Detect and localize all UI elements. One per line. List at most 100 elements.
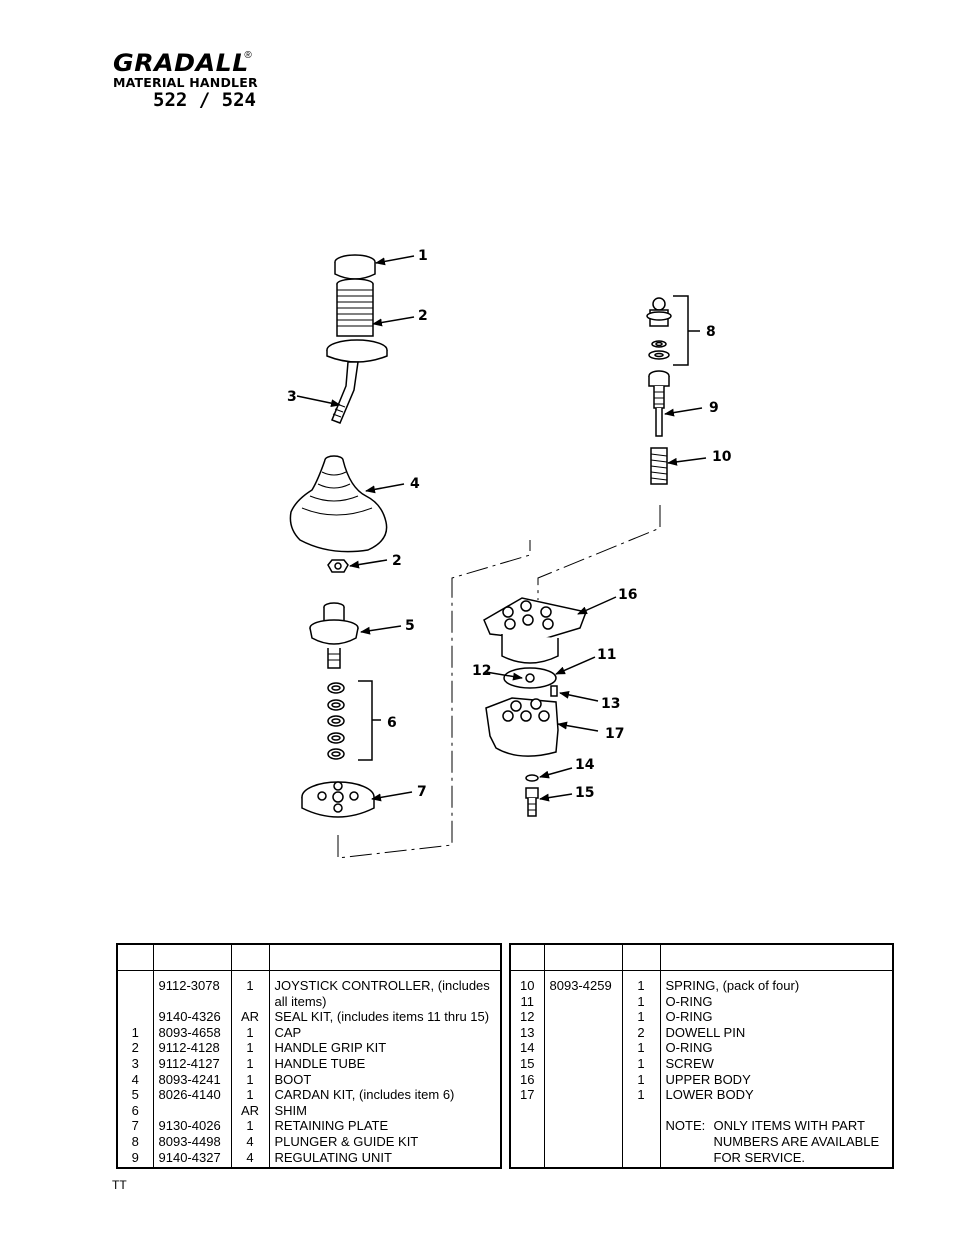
description: CARDAN KIT, (includes item 6): [274, 1087, 455, 1103]
callout-11: 11: [597, 647, 616, 663]
note-text: FOR SERVICE.: [713, 1149, 806, 1165]
callout-leaders: [296, 255, 707, 802]
description: REGULATING UNIT: [274, 1149, 393, 1165]
item-number: 16: [520, 1071, 535, 1087]
spacer: [666, 1103, 888, 1119]
quantity: AR: [240, 1009, 260, 1025]
small-o-ring-drawing: [525, 774, 539, 782]
quantity: 1: [637, 1040, 645, 1056]
description: O-RING: [665, 1040, 713, 1056]
item-number: 7: [131, 1118, 139, 1134]
callout-5: 5: [405, 618, 415, 634]
callout-10: 10: [712, 449, 732, 465]
item-number: 1: [131, 1024, 139, 1040]
lower-body-drawing: [485, 697, 559, 757]
part-number: 8093-4498: [158, 1133, 221, 1149]
quantity: 1: [637, 1009, 645, 1025]
callout-12: 12: [472, 663, 491, 679]
handle-grip-drawing: [326, 278, 388, 363]
part-number: [550, 1087, 617, 1103]
callout-8: 8: [706, 324, 716, 340]
item-number: [123, 1009, 148, 1025]
part-number: [159, 1103, 226, 1119]
item-number: 9: [131, 1149, 139, 1165]
description: O-RING: [665, 993, 713, 1009]
quantity: 1: [246, 1087, 254, 1103]
callout-2b: 2: [392, 553, 402, 569]
callout-3: 3: [287, 389, 297, 405]
callout-2: 2: [418, 308, 428, 324]
callout-6: 6: [387, 715, 397, 731]
quantity: [237, 994, 264, 1010]
exploded-parts-diagram: 1 2 3 4 2 5 6 7 8 9 10 16 11 12 13 17 14…: [287, 248, 732, 859]
description: UPPER BODY: [665, 1071, 751, 1087]
boot-drawing: [289, 455, 388, 553]
quantity: 1: [246, 1118, 254, 1134]
service-note-line: NUMBERS ARE AVAILABLE: [666, 1134, 888, 1150]
quantity: 1: [637, 993, 645, 1009]
description: O-RING: [665, 1009, 713, 1025]
item-number: [123, 978, 148, 994]
quantity: AR: [240, 1102, 260, 1118]
plunger-guide-kit-drawing: [646, 297, 672, 360]
item-number: 6: [131, 1102, 139, 1118]
item-number: 10: [520, 978, 535, 993]
quantity: 1: [637, 1055, 645, 1071]
note-label: NOTE:: [665, 1118, 706, 1134]
description: HANDLE TUBE: [274, 1055, 366, 1071]
part-number: 8026-4140: [158, 1087, 221, 1103]
spring-drawing: [650, 447, 668, 485]
assembly-centerlines: [337, 505, 661, 859]
item-number: 15: [520, 1055, 535, 1071]
description: SPRING, (pack of four): [665, 978, 800, 993]
service-note-line: FOR SERVICE.: [666, 1150, 888, 1166]
item-number: 8: [131, 1133, 139, 1149]
note-text: ONLY ITEMS WITH PART: [713, 1118, 865, 1134]
cap-part-drawing: [334, 254, 376, 280]
part-number: [550, 1072, 617, 1088]
part-number: 9140-4326: [158, 1009, 221, 1025]
dowel-pin-drawing: [550, 685, 558, 697]
product-name: MATERIAL HANDLER: [113, 75, 258, 90]
kit-brackets: [358, 295, 700, 761]
description: PLUNGER & GUIDE KIT: [274, 1133, 419, 1149]
part-number: [550, 1040, 617, 1056]
callout-16: 16: [618, 587, 637, 603]
item-number: [123, 994, 148, 1010]
description: CAP: [274, 1024, 302, 1040]
description: SHIM: [274, 1102, 308, 1118]
quantity: 1: [246, 1024, 254, 1040]
part-number: [159, 994, 226, 1010]
note-text: NUMBERS ARE AVAILABLE: [713, 1133, 880, 1149]
description: SCREW: [665, 1055, 714, 1071]
part-number: 9130-4026: [158, 1118, 221, 1134]
description: RETAINING PLATE: [274, 1118, 389, 1134]
brand-name: GRADALL: [113, 49, 249, 77]
quantity: 1: [637, 1071, 645, 1087]
quantity: 1: [637, 1087, 645, 1103]
item-number: 5: [131, 1087, 139, 1103]
item-number: 4: [131, 1071, 139, 1087]
part-number: 8093-4658: [158, 1024, 221, 1040]
quantity: 1: [246, 1040, 254, 1056]
shims-drawing: [327, 682, 345, 760]
part-number: 9112-4128: [158, 1040, 220, 1056]
part-number: 8093-4241: [158, 1071, 221, 1087]
footer-code: TT: [112, 1178, 127, 1192]
description: JOYSTICK CONTROLLER, (includes: [274, 978, 490, 993]
callout-1: 1: [418, 248, 428, 264]
service-note-line: NOTE: ONLY ITEMS WITH PART: [666, 1118, 888, 1134]
cardan-drawing: [309, 602, 359, 669]
part-number: 8093-4259: [549, 978, 612, 993]
item-number: 17: [520, 1087, 535, 1103]
handle-tube-drawing: [331, 361, 359, 424]
part-number-column: 8093-4259: [543, 970, 622, 1169]
